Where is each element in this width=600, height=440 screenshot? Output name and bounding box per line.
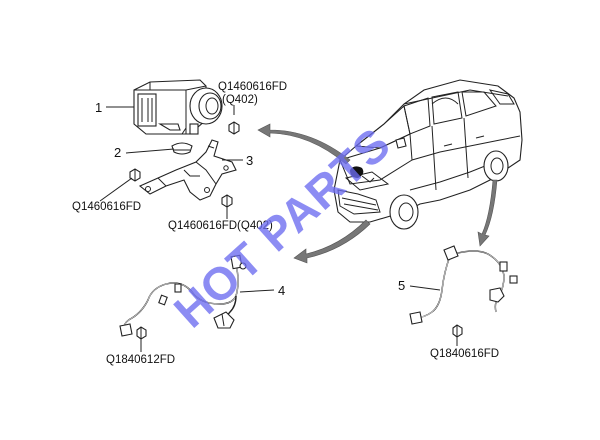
- vehicle-outline: [333, 79, 523, 230]
- callout-4: 4: [278, 283, 285, 298]
- rear-sensor-bolt: [452, 324, 463, 346]
- abs-bracket: [138, 139, 237, 201]
- rubber-grommet: [171, 142, 193, 155]
- bracket-bolt-left: [129, 168, 141, 182]
- label-bracket-bolt-left: Q1460616FD: [72, 201, 141, 213]
- label-bracket-bolt-bottom: Q1460616FD(Q402): [168, 220, 273, 232]
- arrow-to-rear-sensor: [477, 179, 498, 247]
- label-abs-bolt-top-sub: (Q402): [222, 94, 258, 106]
- abs-modulator-unit: [133, 79, 223, 135]
- arrow-to-abs: [257, 123, 351, 165]
- front-sensor-bolt: [136, 326, 147, 352]
- arrow-to-front-sensor: [293, 219, 371, 264]
- label-front-sensor-bolt: Q1840612FD: [106, 354, 175, 366]
- bracket-bolt-right: [221, 194, 233, 208]
- rear-wheel-speed-sensor: [409, 245, 518, 325]
- label-abs-bolt-top: Q1460616FD: [218, 81, 287, 93]
- callout-3: 3: [246, 153, 253, 168]
- callout-2: 2: [114, 145, 121, 160]
- leader-line-5: [409, 285, 441, 291]
- abs-mounting-bolt: [228, 105, 240, 135]
- label-rear-sensor-bolt: Q1840616FD: [430, 348, 499, 360]
- callout-1: 1: [95, 100, 102, 115]
- front-wheel-speed-sensor: [119, 254, 247, 337]
- callout-5: 5: [398, 278, 405, 293]
- leader-lines-abs: [99, 106, 243, 219]
- leader-line-4: [239, 289, 275, 293]
